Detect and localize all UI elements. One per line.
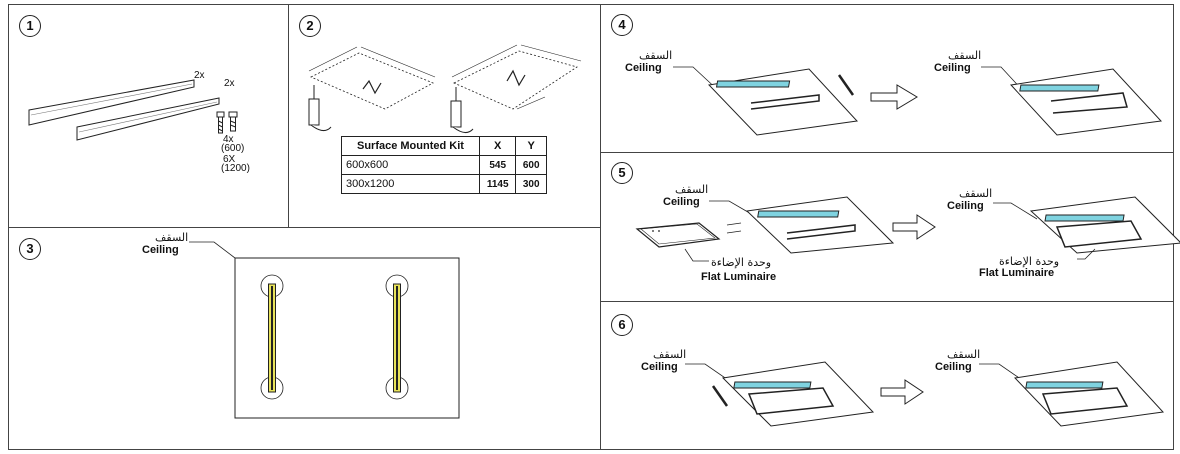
ceiling-label-en: Ceiling [663, 196, 700, 208]
luminaire-label-en: Flat Luminaire [701, 271, 777, 283]
step-2-number: 2 [299, 15, 321, 37]
ceiling-label-ar: السقف [675, 183, 709, 196]
step-5-panel: 5 السقف Ceiling السقف Ceiling وحدة الإضا… [600, 152, 1180, 302]
ceiling-label-ar: السقف [959, 187, 993, 200]
drill-icon [308, 85, 332, 131]
step-5-number: 5 [611, 162, 633, 184]
ceiling-label-ar: السقف [653, 348, 687, 361]
screws-6x: 6X [223, 154, 236, 165]
screws-4x: 4x [223, 134, 234, 145]
ceiling-label-ar: السقف [639, 49, 673, 62]
ceiling-label-en: Ceiling [934, 62, 971, 74]
table-header: Surface Mounted Kit [341, 136, 480, 156]
table-cell: 1145 [478, 174, 517, 194]
ceiling-label-en: Ceiling [947, 200, 984, 212]
screws-600: (600) [221, 143, 245, 154]
arrow-right-icon [892, 214, 936, 240]
screws-1200: (1200) [221, 163, 250, 174]
rail-mount-illustration [673, 66, 1163, 136]
table-header: Y [515, 136, 547, 156]
luminaire-insert-illustration [635, 196, 1180, 262]
step-4-number: 4 [611, 14, 633, 36]
luminaire-label-ar: وحدة الإضاءة [711, 256, 772, 269]
step-6-panel: 6 السقف Ceiling السقف Ceiling [600, 301, 1174, 450]
table-cell: 300x1200 [341, 174, 480, 194]
arrow-right-icon [870, 84, 918, 110]
step-3-panel: 3 السقف Ceiling [8, 227, 601, 450]
end-cap-illustration [685, 361, 1165, 427]
ceiling-rails-illustration [189, 241, 460, 419]
step-2-panel: 2 [288, 4, 601, 228]
luminaire-label-ar: وحدة الإضاءة [999, 255, 1060, 268]
table-row: 600x600 545 600 [341, 155, 547, 175]
ceiling-label-en: Ceiling [625, 62, 662, 74]
table-cell: 600x600 [341, 155, 480, 175]
ceiling-label-ar: السقف [947, 348, 981, 361]
ceiling-label-en: Ceiling [641, 361, 678, 373]
table-row: 300x1200 1145 300 [341, 174, 547, 194]
step-3-number: 3 [19, 238, 41, 260]
step-4-panel: 4 السقف Ceiling السقف Ceiling [600, 4, 1174, 153]
ceiling-label-en: Ceiling [935, 361, 972, 373]
screw-icon [216, 111, 238, 134]
step-6-number: 6 [611, 314, 633, 336]
ceiling-label-ar: السقف [155, 231, 189, 244]
table-header: X [478, 136, 517, 156]
table-cell: 545 [478, 155, 517, 175]
surface-rails-illustration [28, 79, 220, 141]
rail-qty-a: 2x [194, 70, 205, 81]
rail-qty-b: 2x [224, 78, 235, 89]
ceiling-label-en: Ceiling [142, 244, 179, 256]
table-cell: 600 [515, 155, 547, 175]
step-1-panel: 1 2x 2x 4x (600) 6X (1200) [8, 4, 289, 228]
luminaire-label-en: Flat Luminaire [979, 267, 1055, 279]
step-1-number: 1 [19, 15, 41, 37]
surface-mounted-kit-table: Surface Mounted Kit X Y 600x600 545 600 … [341, 136, 547, 194]
ceiling-label-ar: السقف [948, 49, 982, 62]
arrow-right-icon [880, 379, 924, 405]
table-header-row: Surface Mounted Kit X Y [341, 136, 547, 156]
table-cell: 300 [515, 174, 547, 194]
drilling-illustration [308, 44, 582, 133]
